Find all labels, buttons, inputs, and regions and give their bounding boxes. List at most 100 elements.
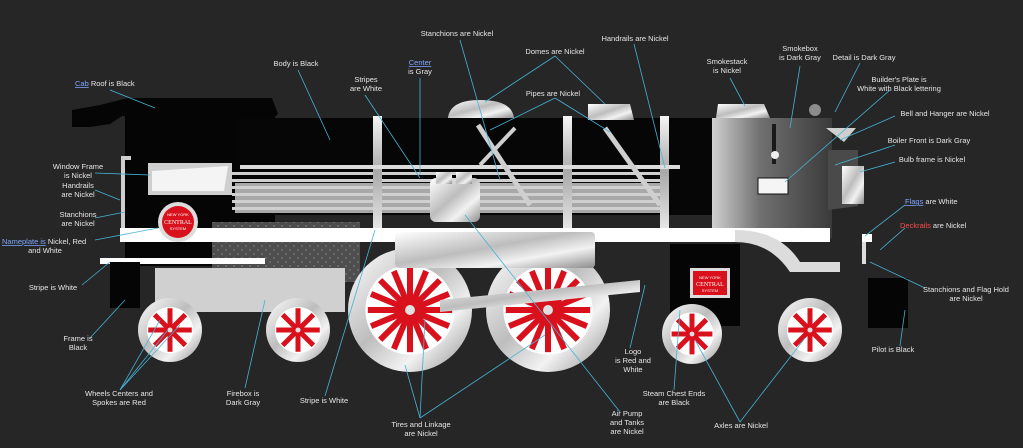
- spoke: [299, 331, 316, 348]
- nameplate-line3: SYSTEM: [170, 226, 186, 231]
- axle: [807, 327, 813, 333]
- spoke: [693, 335, 709, 351]
- spoke: [555, 310, 589, 329]
- spoke: [369, 291, 403, 310]
- spoke: [552, 314, 580, 342]
- dome-2: [588, 104, 634, 120]
- label-logo-3: White: [623, 365, 642, 374]
- builders-plate: [757, 177, 789, 195]
- spoke: [171, 331, 188, 348]
- label-smokebox-2: is Dark Gray: [779, 53, 821, 62]
- nameplate: NEW YORK CENTRAL SYSTEM: [158, 202, 198, 242]
- spoke: [410, 269, 429, 303]
- label-deckrails: Deckrails are Nickel: [900, 221, 967, 230]
- trailing-wheel-2: [266, 298, 330, 362]
- label-smokestack-1: Smokestack: [707, 57, 748, 66]
- spoke: [516, 314, 544, 342]
- label-stripes-1: Stripes: [354, 75, 378, 84]
- spoke: [417, 310, 451, 329]
- spoke: [391, 269, 410, 303]
- spoke: [507, 310, 541, 329]
- spoke: [693, 317, 709, 333]
- trailing-wheel-1: [138, 298, 202, 362]
- label-builders-plate-1: Builder's Plate is: [871, 75, 926, 84]
- linkage: [395, 232, 640, 312]
- label-nameplate-2: and White: [28, 246, 62, 255]
- domes: [448, 100, 634, 120]
- air-pump: [430, 172, 480, 222]
- label-firebox-2: Dark Gray: [226, 398, 260, 407]
- label-builders-plate-2: White with Black lettering: [857, 84, 941, 93]
- label-stripe-bottom: Stripe is White: [300, 396, 348, 405]
- label-smokestack-2: is Nickel: [713, 66, 741, 75]
- label-window-frame-1: Window Frame: [53, 162, 103, 171]
- spoke: [529, 317, 548, 351]
- label-stanchions-flag-2: are Nickel: [949, 294, 983, 303]
- spoke: [299, 312, 316, 329]
- dome-1: [448, 100, 514, 118]
- cab-handrail-top: [121, 156, 131, 160]
- label-nameplate: Nameplate is Nickel, Red: [2, 237, 86, 246]
- pilot: [868, 278, 908, 328]
- spoke: [391, 317, 410, 351]
- label-axles: Axles are Nickel: [714, 421, 768, 430]
- label-air-pump-3: are Nickel: [610, 427, 644, 436]
- leader-lines: [81, 39, 926, 423]
- smokebox-detail: [826, 128, 856, 142]
- label-stripe-left: Stripe is White: [29, 283, 77, 292]
- label-steam-chest-2: are Black: [658, 398, 690, 407]
- label-tires-2: are Nickel: [404, 429, 438, 438]
- label-center-link[interactable]: Center: [409, 58, 432, 67]
- spoke: [414, 278, 442, 306]
- label-stanchions-left-2: are Nickel: [61, 219, 95, 228]
- boiler: [232, 116, 745, 228]
- cab-roof: [72, 98, 278, 127]
- driver-wheel-1: [348, 248, 472, 372]
- steam-chest-logo: [693, 271, 727, 295]
- pipe-3: [478, 126, 517, 167]
- spoke: [811, 331, 828, 348]
- label-tires-1: Tires and Linkage: [391, 420, 450, 429]
- stack-knob: [771, 151, 779, 159]
- spoke: [280, 312, 297, 329]
- pilot-wheel-1: [662, 304, 722, 364]
- label-frame-2: Black: [69, 343, 88, 352]
- nameplate-line2: CENTRAL: [164, 220, 192, 226]
- label-bell: Bell and Hanger are Nickel: [900, 109, 990, 118]
- spoke: [548, 317, 567, 351]
- label-body: Body is Black: [273, 59, 318, 68]
- cab-window: [152, 166, 228, 191]
- lower-frame: [110, 262, 140, 308]
- label-firebox-1: Firebox is: [227, 389, 260, 398]
- handrail-top: [240, 165, 680, 169]
- boiler-band-2: [563, 116, 572, 228]
- label-handrails-top: Handrails are Nickel: [601, 34, 668, 43]
- labels: Cab Roof is Black Body is Black Stripes …: [2, 29, 1009, 438]
- spoke: [369, 310, 403, 329]
- spoke: [280, 331, 297, 348]
- label-bulb-frame: Bulb frame is Nickel: [899, 155, 966, 164]
- nameplate-line1: NEW YORK: [167, 212, 189, 217]
- spoke: [675, 335, 691, 351]
- label-handrails-left-2: are Nickel: [61, 190, 95, 199]
- spoke: [414, 314, 442, 342]
- headlight-bulb-frame: [842, 166, 864, 204]
- pipe-1: [475, 123, 533, 207]
- white-stripe-left: [100, 258, 265, 264]
- spoke: [171, 312, 188, 329]
- boiler-band-1: [373, 116, 382, 228]
- label-handrails-left-1: Handrails: [62, 181, 94, 190]
- boiler-band-3: [660, 116, 669, 228]
- spoke: [152, 312, 169, 329]
- label-window-frame-2: is Nickel: [64, 171, 92, 180]
- stack-detail: [772, 124, 776, 164]
- label-pipes: Pipes are Nickel: [526, 89, 581, 98]
- axle: [405, 305, 415, 315]
- chest-logo-text: NEW YORK CENTRAL SYSTEM: [696, 275, 724, 293]
- spoke: [811, 312, 828, 329]
- axle: [689, 331, 695, 337]
- label-logo-2: is Red and: [615, 356, 651, 365]
- chest-logo-line1: NEW YORK: [699, 275, 721, 280]
- label-flags: Flags are White: [905, 197, 958, 206]
